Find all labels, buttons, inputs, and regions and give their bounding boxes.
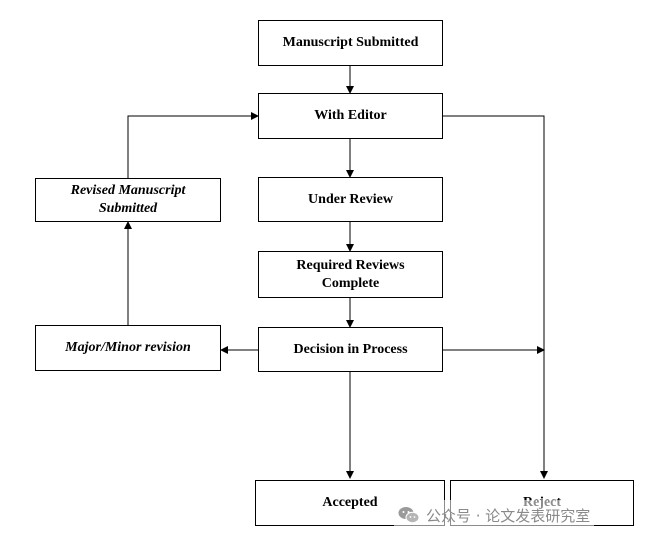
node-required-reviews-complete: Required Reviews Complete <box>258 251 443 298</box>
node-manuscript-submitted-label: Manuscript Submitted <box>282 35 419 50</box>
node-accepted-label: Accepted <box>322 495 378 510</box>
arrow-editor-to-reject <box>443 115 548 479</box>
watermark: 公众号 · 论文发表研究室 <box>394 500 595 530</box>
node-major-minor-revision-label: Major/Minor revision <box>65 340 191 355</box>
node-with-editor-label: With Editor <box>314 108 387 123</box>
node-required-reviews-complete-label: Required Reviews Complete <box>296 257 405 291</box>
node-revised-manuscript-submitted-label: Revised Manuscript Submitted <box>70 183 186 216</box>
node-revised-manuscript-submitted: Revised Manuscript Submitted <box>35 178 221 222</box>
node-major-minor-revision: Major/Minor revision <box>35 325 221 371</box>
node-decision-in-process: Decision in Process <box>258 327 443 372</box>
node-manuscript-submitted: Manuscript Submitted <box>258 20 443 66</box>
node-decision-in-process-label: Decision in Process <box>293 341 408 357</box>
node-under-review-label: Under Review <box>308 191 393 207</box>
node-with-editor: With Editor <box>258 93 443 139</box>
arrow-revised-to-editor <box>127 112 259 178</box>
node-under-review: Under Review <box>258 177 443 222</box>
watermark-text: 公众号 · 论文发表研究室 <box>426 506 591 525</box>
wechat-icon <box>398 507 420 524</box>
